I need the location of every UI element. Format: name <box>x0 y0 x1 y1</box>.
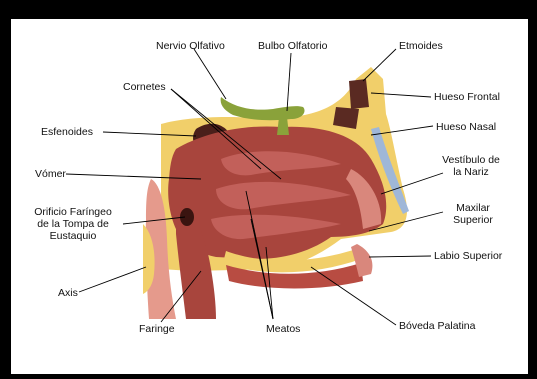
label-orificio-line2: de la Tompa de <box>23 218 123 230</box>
label-boveda-palatina: Bóveda Palatina <box>399 320 475 332</box>
label-faringe: Faringe <box>139 323 175 335</box>
label-meatos: Meatos <box>266 323 300 335</box>
olfactory-nerve <box>221 97 305 120</box>
leader-axis <box>79 267 146 292</box>
label-vestibulo-line2: la Nariz <box>436 166 506 178</box>
label-orificio-line1: Orificio Faríngeo <box>23 206 123 218</box>
frontal-sinus <box>349 79 369 109</box>
label-hueso-nasal: Hueso Nasal <box>436 121 496 133</box>
label-nervio-olfativo: Nervio Olfativo <box>156 40 225 52</box>
label-cornetes: Cornetes <box>123 81 166 93</box>
label-esfenoides: Esfenoides <box>41 126 93 138</box>
diagram-panel: Nervio Olfativo Bulbo Olfatorio Etmoides… <box>11 19 528 374</box>
label-maxilar: Maxilar Superior <box>443 202 503 226</box>
label-vestibulo-line1: Vestíbulo de <box>436 154 506 166</box>
leader-bulbo-olfatorio <box>287 53 291 111</box>
label-vestibulo: Vestíbulo de la Nariz <box>436 154 506 178</box>
label-bulbo-olfatorio: Bulbo Olfatorio <box>258 40 327 52</box>
label-maxilar-line2: Superior <box>443 214 503 226</box>
leader-nervio-olfativo <box>194 49 226 99</box>
label-labio-superior: Labio Superior <box>434 250 502 262</box>
leader-labio-superior <box>369 256 431 257</box>
olfactory-bulb-stem <box>277 117 289 135</box>
label-axis: Axis <box>58 287 78 299</box>
label-hueso-frontal: Hueso Frontal <box>434 91 500 103</box>
label-orificio-line3: Eustaquio <box>23 230 123 242</box>
label-maxilar-line1: Maxilar <box>443 202 503 214</box>
label-orificio: Orificio Faríngeo de la Tompa de Eustaqu… <box>23 206 123 242</box>
label-vomer: Vómer <box>35 168 66 180</box>
label-etmoides: Etmoides <box>399 40 443 52</box>
